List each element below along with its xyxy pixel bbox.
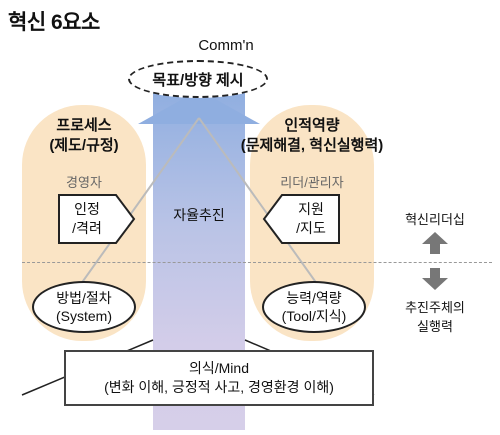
goal-label: 목표/방향 제시 [152,71,244,89]
up-down-arrows-icon [422,232,448,290]
support-line1: 지원 [298,201,324,217]
ability-ellipse: 능력/역량 (Tool/지식) [262,281,366,333]
divider-line [22,262,492,263]
recognition-arrow-box [58,194,136,244]
method-line1: 방법/절차 [56,290,112,306]
support-arrow-box [262,194,340,244]
executive-label: 경영자 [66,175,102,190]
ability-line2: (Tool/지식) [281,308,347,324]
recognition-text: 인정 /격려 [59,200,115,238]
process-heading-line1: 프로세스 [56,117,112,134]
support-text: 지원 /지도 [283,200,339,238]
communication-label: Comm'n [198,37,254,54]
method-ellipse: 방법/절차 (System) [32,281,136,333]
mind-line1: 의식/Mind [189,360,249,376]
capability-heading-line1: 인적역량 [284,117,340,134]
mind-line2: (변화 이해, 긍정적 사고, 경영환경 이해) [104,379,334,395]
up-arrow-head-icon [138,90,260,124]
diagram-title: 혁신 6요소 [8,11,100,34]
method-line2: (System) [56,308,112,324]
support-line2: /지도 [296,220,326,236]
mind-box: 의식/Mind (변화 이해, 긍정적 사고, 경영환경 이해) [64,350,374,406]
leader-label: 리더/관리자 [280,175,344,190]
capability-heading: 인적역량 (문제해결, 혁신실행력) [222,116,402,156]
autonomous-label: 자율추진 [173,207,225,223]
leadership-label: 혁신리더십 [405,212,465,227]
capability-heading-line2: (문제해결, 혁신실행력) [240,137,384,154]
recognition-line2: /격려 [72,220,102,236]
ability-line1: 능력/역량 [286,290,342,306]
execution-line1: 추진주체의 [405,300,465,315]
execution-line2: 실행력 [417,319,453,334]
goal-ellipse: 목표/방향 제시 [128,60,268,98]
recognition-line1: 인정 [74,201,100,217]
process-heading-line2: (제도/규정) [49,137,119,154]
process-heading: 프로세스 (제도/규정) [22,116,146,156]
execution-label: 추진주체의 실행력 [390,298,480,336]
